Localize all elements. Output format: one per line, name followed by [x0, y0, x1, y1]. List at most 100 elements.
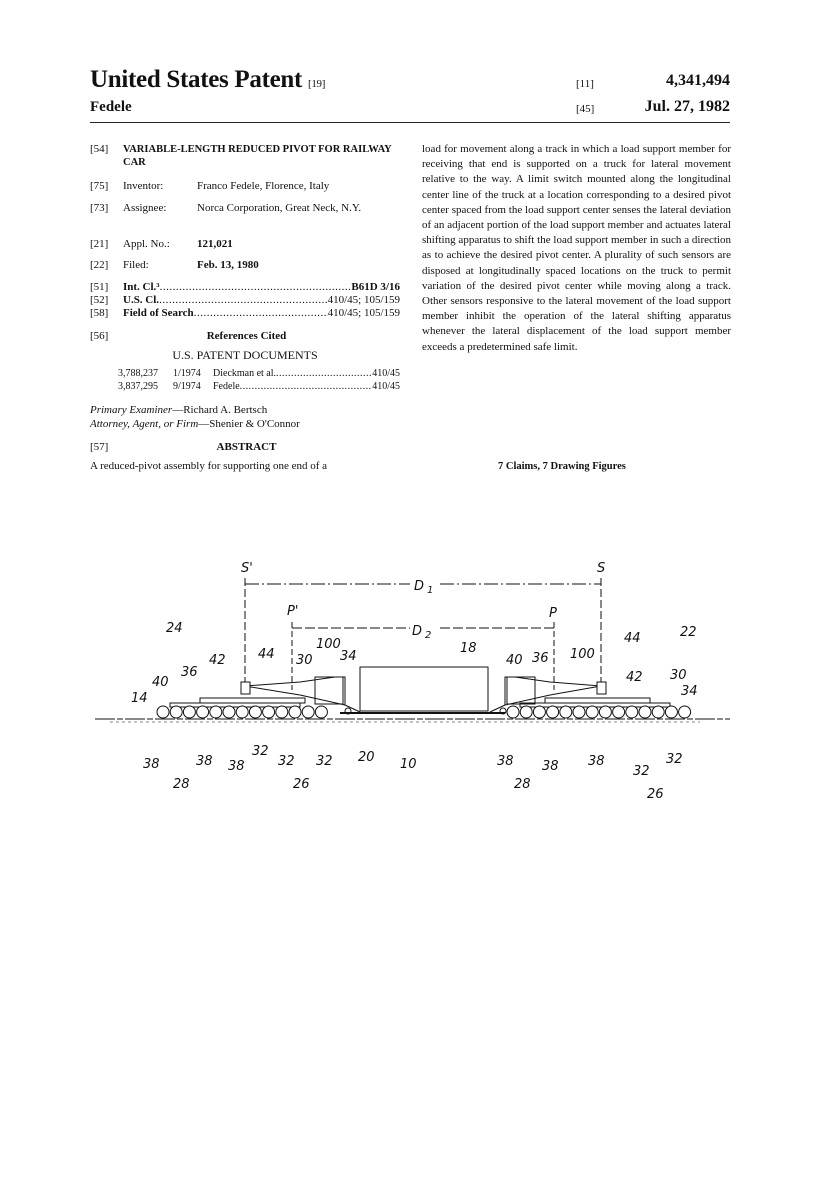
ref-number: 3,788,237 [118, 368, 158, 379]
attorney-value: Shenier & O'Connor [209, 418, 300, 430]
wheel [222, 705, 236, 719]
abstract-text-start: A reduced-pivot assembly for supporting … [90, 460, 328, 472]
fig-label: 34 [340, 649, 357, 664]
assignee-row: [73]Assignee:Norca Corporation, Great Ne… [90, 202, 400, 215]
references-cited: [56] References Cited U.S. PATENT DOCUMEN… [90, 330, 400, 393]
abstract-title: ABSTRACT [216, 441, 277, 453]
label: Filed: [123, 259, 149, 271]
inventor-short: Fedele [90, 99, 132, 115]
right-support-member [504, 676, 602, 706]
wheel [301, 705, 315, 719]
fig-label: 38 [497, 754, 514, 769]
fig-label: S' [241, 561, 253, 576]
wheel [664, 705, 678, 719]
fig-label: P' [287, 604, 298, 619]
code: [58] [90, 307, 109, 319]
code: [51] [90, 281, 109, 293]
fig-label: 26 [647, 787, 664, 802]
wheel [209, 705, 223, 719]
fig-label: 20 [358, 750, 375, 765]
wheel [196, 705, 210, 719]
title-code: [19] [307, 78, 326, 90]
wheel [651, 705, 665, 719]
fig-label: 38 [542, 759, 559, 774]
fig-label: 100 [570, 647, 595, 662]
fig-label: 32 [252, 744, 269, 759]
ref-date: 9/1974 [173, 381, 201, 392]
fig-label: 38 [143, 757, 160, 772]
fig-label: 44 [624, 631, 641, 646]
fig-label: 28 [173, 777, 190, 792]
code: [54] [90, 143, 109, 155]
reference-row: 3,837,295 9/1974 Fedele 410/45 [90, 380, 400, 393]
wheel [275, 705, 289, 719]
fig-label: 10 [400, 757, 417, 772]
ref-date: 1/1974 [173, 368, 201, 379]
wheel [612, 705, 626, 719]
attorney-label: Attorney, Agent, or Firm [90, 418, 199, 430]
fig-label: 40 [152, 675, 169, 690]
wheel [288, 705, 302, 719]
value: 410/45; 105/159 [327, 294, 400, 306]
label: Assignee: [123, 202, 167, 214]
value: Franco Fedele, Florence, Italy [197, 180, 330, 192]
code: [73] [90, 202, 109, 214]
wheel [572, 705, 586, 719]
fig-label: 40 [506, 653, 523, 668]
references-heading: References Cited [206, 330, 287, 342]
code: [52] [90, 294, 109, 306]
code: [21] [90, 238, 109, 250]
wheel [638, 705, 652, 719]
ref-class: 410/45 [372, 381, 400, 392]
fig-label: 26 [293, 777, 310, 792]
header-rule [90, 122, 730, 123]
wheel [519, 705, 533, 719]
wheel [678, 705, 692, 719]
patent-date: Jul. 27, 1982 [644, 98, 730, 115]
classification: [51]Int. Cl.³B61D 3/16 [52]U.S. Cl.410/4… [90, 281, 400, 320]
label: Field of Search [123, 307, 194, 319]
fig-label: 28 [514, 777, 531, 792]
fig-label: 18 [460, 641, 477, 656]
code: [22] [90, 259, 109, 271]
wheel [559, 705, 573, 719]
filed-row: [22]Filed:Feb. 13, 1980 [90, 259, 400, 272]
fig-label: 32 [316, 754, 333, 769]
ref-class: 410/45 [372, 368, 400, 379]
code: [56] [90, 330, 109, 342]
wheel [156, 705, 170, 719]
wheel [585, 705, 599, 719]
inventor-row: [75]Inventor:Franco Fedele, Florence, It… [90, 180, 400, 193]
wheel [262, 705, 276, 719]
wheel [598, 705, 612, 719]
fig-label: 30 [670, 668, 687, 683]
fig-label: 36 [181, 665, 198, 680]
fig-label: 32 [666, 752, 683, 767]
fig-label: 32 [278, 754, 295, 769]
value: B61D 3/16 [351, 281, 400, 293]
ref-name: Dieckman et al. [213, 368, 277, 379]
fig-label: 100 [316, 637, 341, 652]
examiner-label: Primary Examiner [90, 404, 173, 416]
code: [57] [90, 441, 109, 453]
wheel [314, 705, 328, 719]
value: 410/45; 105/159 [327, 307, 400, 319]
references-subheading: U.S. PATENT DOCUMENTS [172, 348, 318, 362]
ref-number: 3,837,295 [118, 381, 158, 392]
value: 121,021 [197, 238, 233, 250]
wheel [248, 705, 262, 719]
left-support-member [244, 676, 346, 706]
wheel [169, 705, 183, 719]
ref-name: Fedele [213, 381, 240, 392]
wheel [625, 705, 639, 719]
invention-title: VARIABLE-LENGTH REDUCED PIVOT FOR RAILWA… [123, 144, 392, 168]
fig-label: 30 [296, 653, 313, 668]
reference-row: 3,788,237 1/1974 Dieckman et al. 410/45 [90, 367, 400, 380]
fig-label: 44 [258, 647, 275, 662]
label: Int. Cl.³ [123, 281, 160, 293]
number-code: [11] [576, 78, 594, 90]
abstract-text-continued: load for movement along a track in which… [422, 143, 731, 353]
